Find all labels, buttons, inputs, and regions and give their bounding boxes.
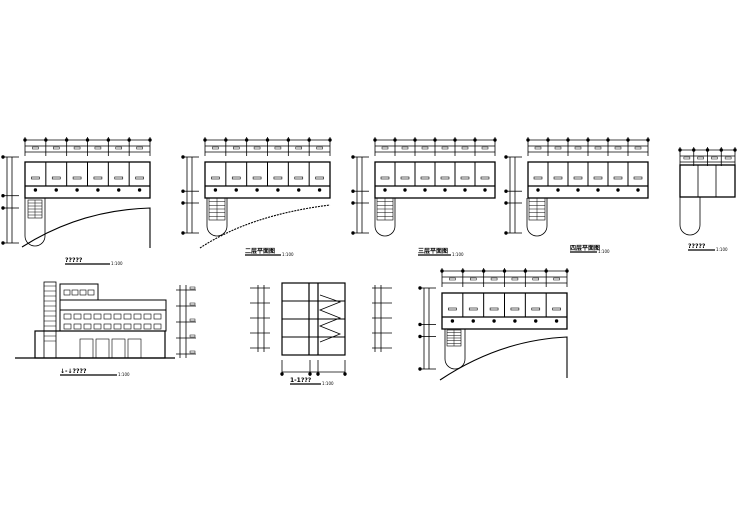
view-title-sect: 1-1??? [290, 377, 312, 384]
view-title-plan2: 二层平面图 [245, 247, 275, 255]
view-scale-plan2: 1:100 [282, 252, 294, 257]
view-title-elev: ↓-↓???? [60, 368, 87, 375]
section-1-1 [250, 282, 392, 376]
view-title-plan5: ????? [688, 243, 706, 250]
front-elevation [15, 281, 175, 359]
view-scale-sect: 1:100 [322, 381, 334, 386]
view-scale-plan3: 1:100 [452, 252, 464, 257]
view-title-plan3: 三层平面图 [418, 247, 448, 255]
view-title-plan1: ????? [65, 257, 83, 264]
second-floor-plan [181, 137, 332, 249]
view-scale-plan4: 1:100 [598, 249, 610, 254]
fourth-floor-plan [504, 137, 650, 237]
view-scale-plan1: 1:100 [111, 261, 123, 266]
ground-plan-lower [418, 268, 569, 381]
view-title-plan4: 四层平面图 [570, 244, 600, 252]
third-floor-plan [351, 137, 497, 237]
view-scale-elev: 1:100 [118, 372, 130, 377]
elevation-levels [176, 285, 196, 358]
first-floor-plan [1, 137, 152, 248]
view-scale-plan5: 1:100 [716, 247, 728, 252]
roof-plan [678, 147, 737, 236]
